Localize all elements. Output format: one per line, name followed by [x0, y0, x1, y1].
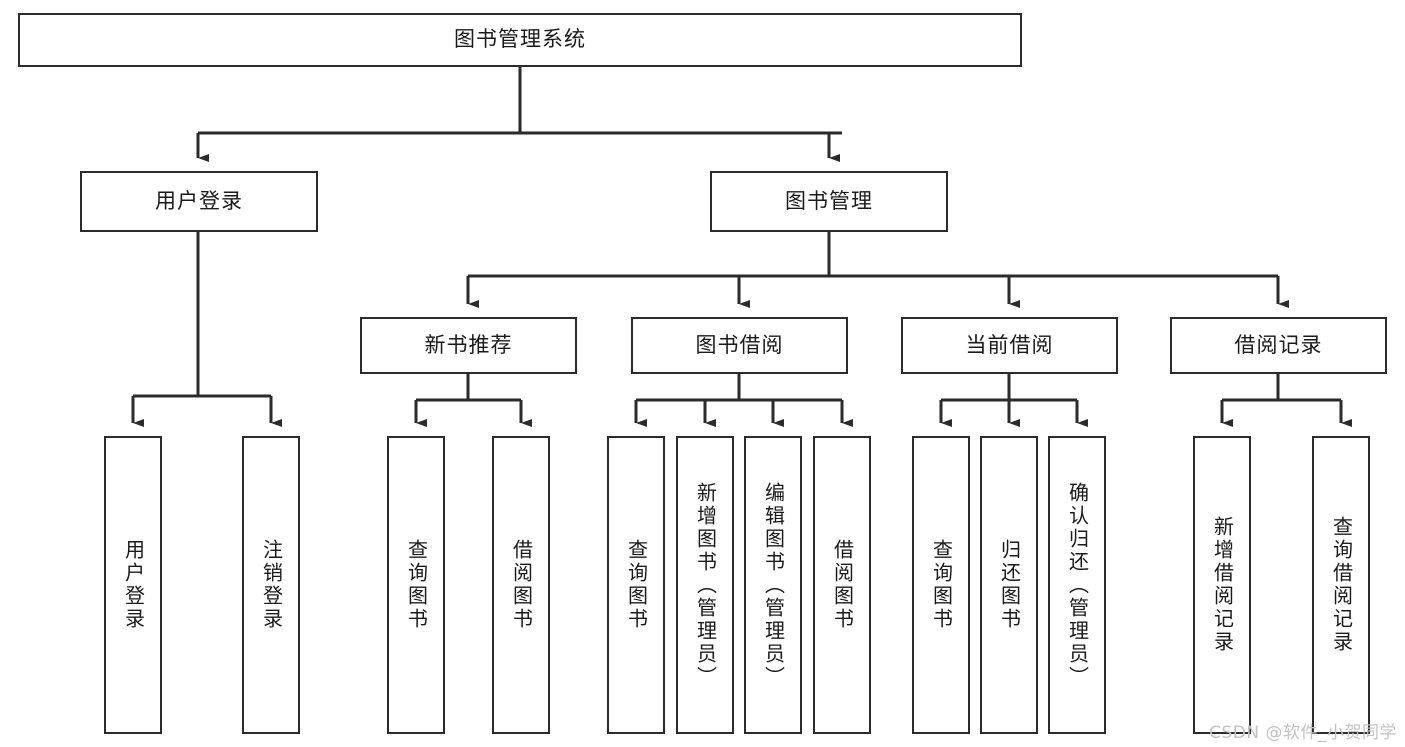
leaf-new-book-1-label: 查询图书: [404, 539, 429, 631]
node-borrow-record[interactable]: 借阅记录: [1170, 317, 1387, 374]
node-root[interactable]: 图书管理系统: [18, 13, 1022, 67]
node-current-borrow-label: 当前借阅: [965, 332, 1054, 357]
leaf-borrow-record-1-label: 新增借阅记录: [1210, 516, 1235, 654]
leaf-book-borrow-4[interactable]: 借阅图书: [813, 436, 871, 734]
leaf-book-borrow-1-label: 查询图书: [624, 539, 649, 631]
node-user-login-label: 用户登录: [155, 188, 243, 213]
leaf-user-login-1[interactable]: 用户登录: [104, 436, 162, 734]
node-book-borrow[interactable]: 图书借阅: [631, 317, 848, 374]
leaf-current-borrow-3[interactable]: 确认归还（管理员）: [1048, 436, 1106, 734]
leaf-current-borrow-2-label: 归还图书: [997, 539, 1022, 631]
leaf-book-borrow-2-label: 新增图书（管理员）: [693, 481, 718, 689]
node-book-manage[interactable]: 图书管理: [710, 171, 948, 232]
watermark: CSDN @软件_小贺同学: [1209, 723, 1397, 743]
leaf-current-borrow-1[interactable]: 查询图书: [912, 436, 970, 734]
leaf-new-book-2-label: 借阅图书: [509, 539, 534, 631]
leaf-current-borrow-3-label: 确认归还（管理员）: [1065, 481, 1090, 689]
node-user-login[interactable]: 用户登录: [80, 171, 318, 232]
node-book-manage-label: 图书管理: [785, 188, 873, 213]
leaf-book-borrow-3[interactable]: 编辑图书（管理员）: [744, 436, 802, 734]
leaf-current-borrow-1-label: 查询图书: [929, 539, 954, 631]
leaf-new-book-2[interactable]: 借阅图书: [492, 436, 550, 734]
node-current-borrow[interactable]: 当前借阅: [901, 317, 1118, 374]
leaf-book-borrow-1[interactable]: 查询图书: [607, 436, 665, 734]
node-new-book-recommend-label: 新书推荐: [424, 332, 513, 357]
leaf-user-login-2-label: 注销登录: [259, 539, 284, 631]
node-root-label: 图书管理系统: [454, 27, 586, 52]
leaf-user-login-1-label: 用户登录: [121, 539, 146, 631]
leaf-book-borrow-2[interactable]: 新增图书（管理员）: [676, 436, 734, 734]
leaf-new-book-1[interactable]: 查询图书: [387, 436, 445, 734]
leaf-book-borrow-4-label: 借阅图书: [830, 539, 855, 631]
node-book-borrow-label: 图书借阅: [695, 332, 784, 357]
leaf-current-borrow-2[interactable]: 归还图书: [980, 436, 1038, 734]
leaf-user-login-2[interactable]: 注销登录: [242, 436, 300, 734]
node-borrow-record-label: 借阅记录: [1234, 332, 1323, 357]
leaf-borrow-record-1[interactable]: 新增借阅记录: [1193, 436, 1251, 734]
leaf-book-borrow-3-label: 编辑图书（管理员）: [761, 481, 786, 689]
node-new-book-recommend[interactable]: 新书推荐: [360, 317, 577, 374]
leaf-borrow-record-2[interactable]: 查询借阅记录: [1312, 436, 1370, 734]
leaf-borrow-record-2-label: 查询借阅记录: [1329, 516, 1354, 654]
